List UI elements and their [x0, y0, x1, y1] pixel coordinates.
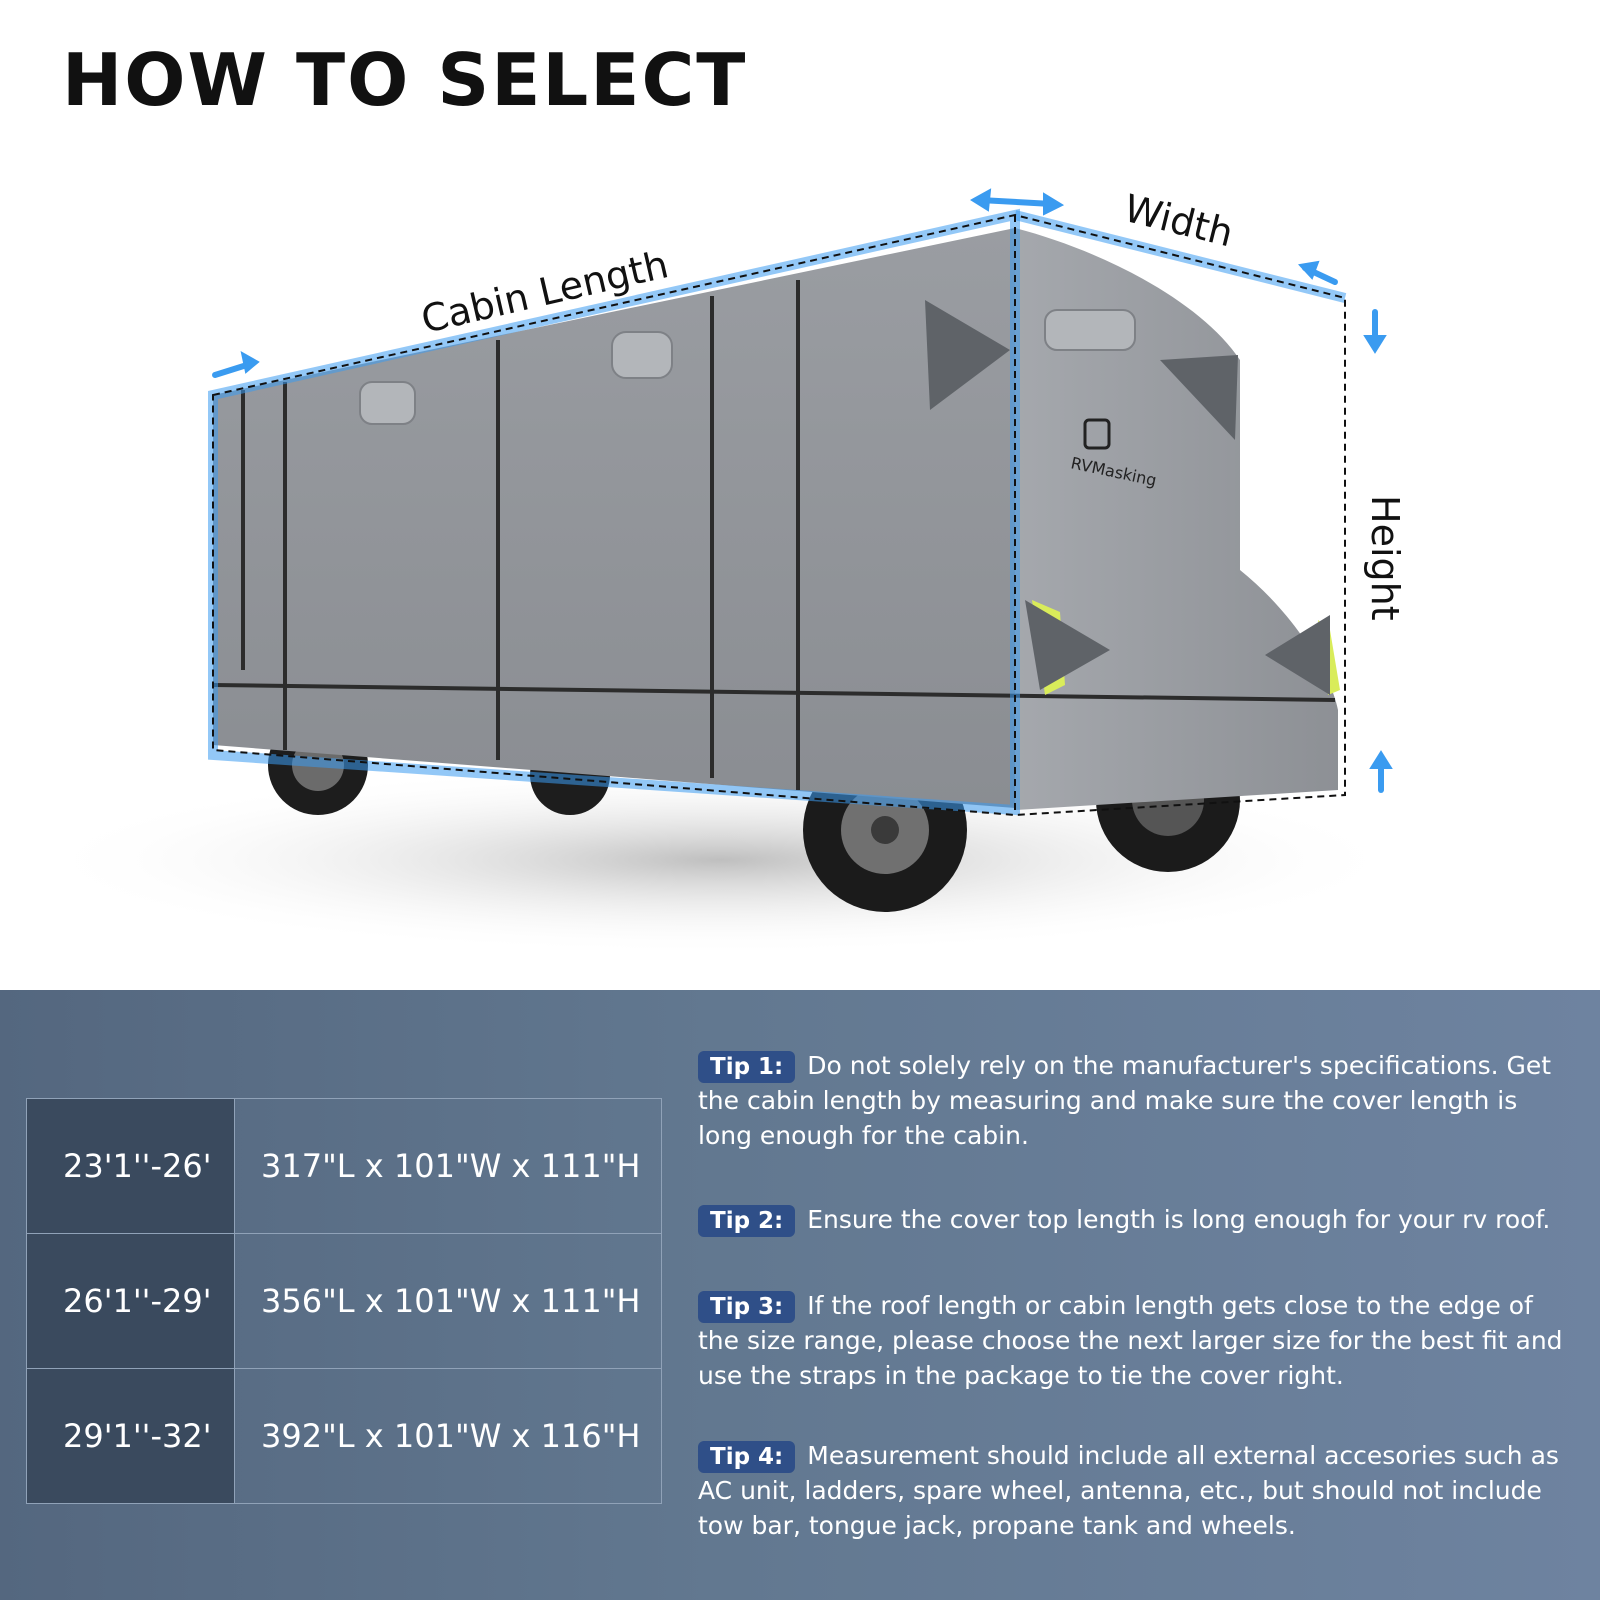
size-dimensions-cell: 356"L x 101"W x 111"H [234, 1233, 662, 1369]
size-range-cell: 26'1''-29' [26, 1233, 235, 1369]
tip-4: Tip 4:Measurement should include all ext… [698, 1438, 1578, 1543]
width-arrow [977, 197, 1055, 207]
rv-front-panel [1015, 228, 1338, 810]
table-row: 26'1''-29' 356"L x 101"W x 111"H [26, 1233, 662, 1369]
size-dimensions-cell: 392"L x 101"W x 116"H [234, 1368, 662, 1504]
ground-shadow [30, 765, 1410, 955]
cover-straps [212, 280, 1336, 790]
table-row: 29'1''-32' 392"L x 101"W x 116"H [26, 1368, 662, 1504]
tip-4-text: Measurement should include all external … [698, 1441, 1559, 1540]
rv-cover-illustration: RVMasking Cabin Length Width Height [30, 186, 1410, 955]
tip-2: Tip 2: Ensure the cover top length is lon… [698, 1202, 1578, 1237]
roof-vents [359, 309, 1136, 425]
table-row: 23'1''-26' 317"L x 101"W x 111"H [26, 1098, 662, 1234]
tip-1-text: Do not solely rely on the manufacturer's… [698, 1051, 1552, 1150]
measurement-outline [208, 208, 1347, 817]
tip-2-badge: Tip 2: [698, 1205, 796, 1237]
size-range-cell: 29'1''-32' [26, 1368, 235, 1504]
height-label: Height [1363, 495, 1407, 621]
tip-3-text: If the roof length or cabin length gets … [698, 1291, 1563, 1390]
rv-side-panel [213, 228, 1015, 808]
dimension-arrows [212, 188, 1393, 793]
tip-3-badge: Tip 3: [698, 1291, 796, 1323]
tip-1: Tip 1:Do not solely rely on the manufact… [698, 1048, 1578, 1153]
tip-2-text: Ensure the cover top length is long enou… [807, 1205, 1551, 1234]
tip-1-badge: Tip 1: [698, 1051, 796, 1083]
size-range-cell: 23'1''-26' [26, 1098, 235, 1234]
page-title: HOW TO SELECT [62, 38, 748, 122]
corner-patches [925, 300, 1330, 695]
tip-4-badge: Tip 4: [698, 1441, 796, 1473]
size-dimensions-cell: 317"L x 101"W x 111"H [234, 1098, 662, 1234]
size-info-panel: 23'1''-26' 317"L x 101"W x 111"H 26'1''-… [0, 990, 1600, 1600]
size-table: 23'1''-26' 317"L x 101"W x 111"H 26'1''-… [26, 1098, 662, 1504]
tip-3: Tip 3:If the roof length or cabin length… [698, 1288, 1578, 1393]
